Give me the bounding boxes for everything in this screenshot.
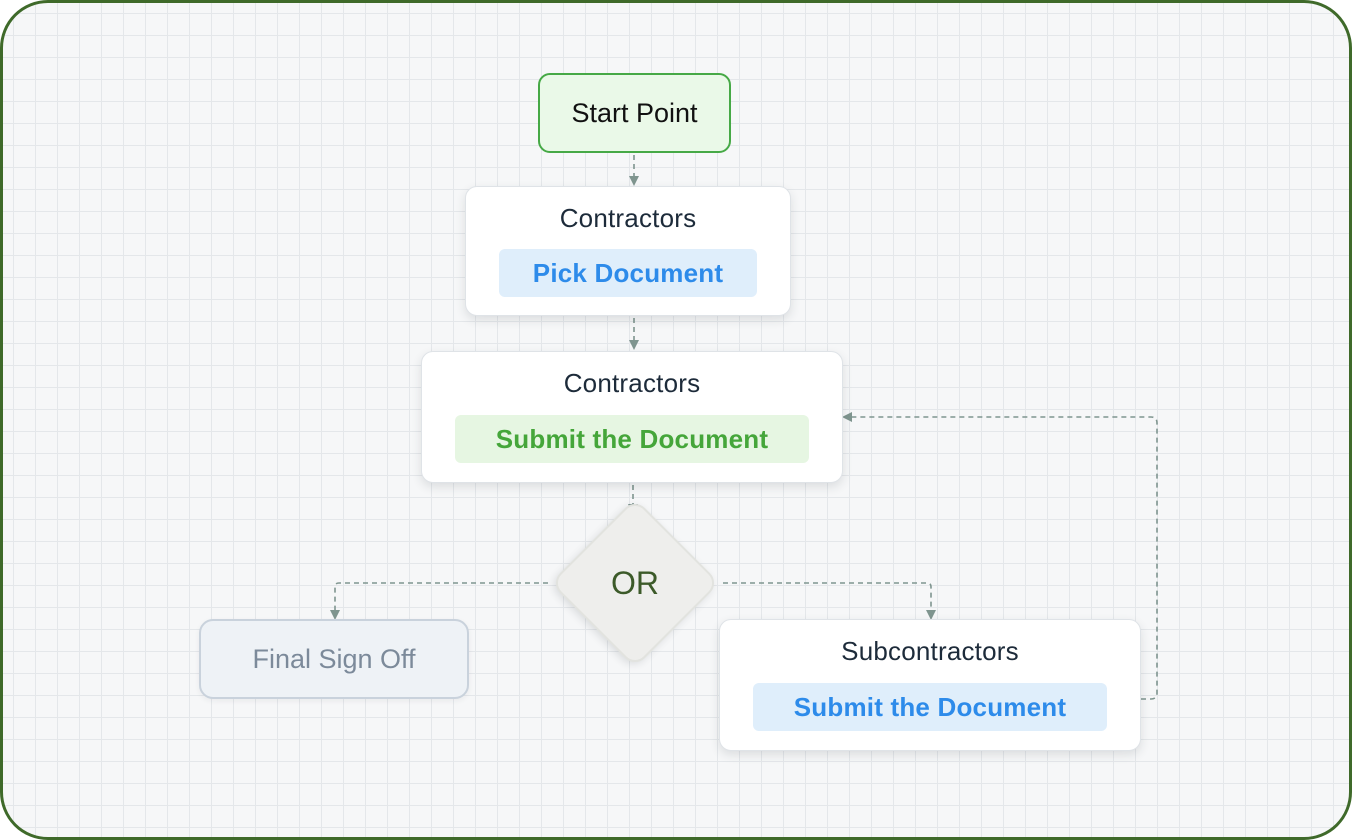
final-sign-off-node[interactable]: Final Sign Off	[199, 619, 469, 699]
step-action-chip: Pick Document	[499, 249, 757, 297]
or-gateway-label: OR	[611, 565, 659, 601]
step-actor-label: Contractors	[559, 203, 697, 233]
step-action-chip: Submit the Document	[455, 415, 809, 463]
step-actor-label: Subcontractors	[841, 636, 1019, 666]
step-subcontractors-submit[interactable]: Subcontractors Submit the Document	[719, 619, 1141, 751]
step-actor-label: Contractors	[563, 368, 701, 398]
step-action-chip: Submit the Document	[753, 683, 1107, 731]
step-contractors-submit[interactable]: Contractors Submit the Document	[421, 351, 843, 483]
start-node[interactable]: Start Point	[538, 73, 731, 153]
connector-gateway-to-final	[330, 582, 548, 620]
step-contractors-pick[interactable]: Contractors Pick Document	[465, 186, 791, 316]
connector-gateway-to-sub	[723, 582, 936, 620]
